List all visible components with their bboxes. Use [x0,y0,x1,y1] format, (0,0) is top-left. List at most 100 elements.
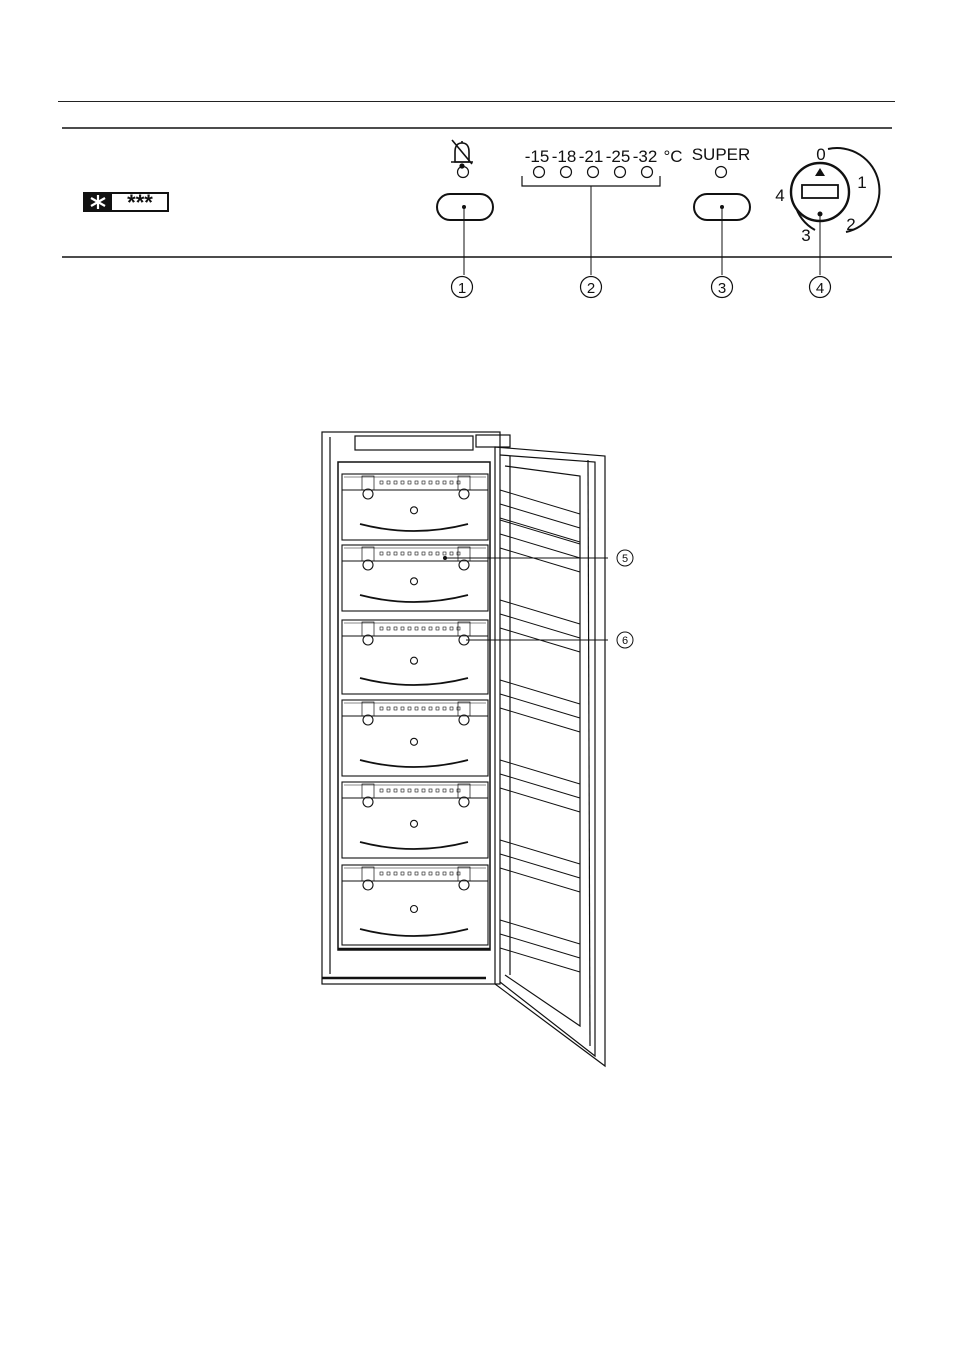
door-shelf-line [500,774,580,798]
temp-indicator-light [615,167,626,178]
temp-unit: °C [663,147,682,166]
drawer-label-icon [380,707,383,710]
drawer-label-icon [387,627,390,630]
freezer-rating-symbol: *** [84,190,168,215]
drawer-label-icon [443,481,446,484]
drawer-label-icon [415,481,418,484]
freezer-drawer[interactable] [342,782,488,858]
door-shelf-line [500,840,580,864]
drawer-label-icon [457,552,460,555]
drawer-label-icon [443,707,446,710]
freezer-drawer[interactable] [342,700,488,776]
drawer-label-icon [380,481,383,484]
drawer-grip-knob[interactable] [459,560,469,570]
drawer-label-icon [429,552,432,555]
drawer-label-icon [450,481,453,484]
drawer-label-icon [401,627,404,630]
drawer-handle[interactable] [360,524,468,531]
drawer-label-icon [443,872,446,875]
dial-position-0: 0 [816,145,825,164]
door-shelf-line [500,548,580,572]
freezer-drawer[interactable] [342,620,488,694]
drawer-label-icon [394,707,397,710]
drawer-label-icon [408,789,411,792]
temp-label: -32 [633,147,658,166]
drawer-label-icon [401,789,404,792]
star-rating-text: *** [127,190,153,215]
drawer-label-icon [408,552,411,555]
drawer-label-icon [443,552,446,555]
temp-label: -25 [606,147,631,166]
drawer-grip-knob[interactable] [459,880,469,890]
dial-position-2: 2 [846,215,855,234]
door-shelf-line [500,934,580,958]
door-shelf-line [500,518,580,542]
drawer-label-icon [394,872,397,875]
door-shelf-line [500,520,580,544]
drawer-label-icon [401,872,404,875]
door-shelf-line [500,948,580,972]
drawer-label-icon [380,789,383,792]
temp-indicator-light [642,167,653,178]
drawer-center-knob [411,578,418,585]
temp-indicator-light [561,167,572,178]
dial-position-1: 1 [857,173,866,192]
drawer-label-icon [436,872,439,875]
drawer-label-icon [422,552,425,555]
freezer-drawer[interactable] [342,545,488,611]
door-shelf-line [500,504,580,528]
drawer-grip-knob[interactable] [459,797,469,807]
drawer-center-knob [411,507,418,514]
drawer-center-knob [411,906,418,913]
door-shelf-line [500,614,580,638]
drawer-grip-knob[interactable] [363,797,373,807]
callout-number: 1 [458,280,466,297]
drawer-grip-knob[interactable] [363,635,373,645]
drawer-label-icon [450,789,453,792]
drawer-label-icon [422,789,425,792]
callout-marker [617,550,633,566]
drawer-label-icon [394,789,397,792]
door-shelf-line [500,868,580,892]
drawer-grip-knob[interactable] [459,635,469,645]
drawer-center-knob [411,738,418,745]
temp-label: -15 [525,147,550,166]
drawer-grip-knob[interactable] [363,880,373,890]
door-shelf-line [500,788,580,812]
dial-position-4: 4 [775,186,784,205]
drawer-label-icon [415,707,418,710]
freezer-drawer[interactable] [342,865,488,945]
temp-label: -18 [552,147,577,166]
drawer-label-icon [429,707,432,710]
drawer-label-icon [436,552,439,555]
drawer-label-icon [429,481,432,484]
drawer-grip-knob[interactable] [459,489,469,499]
drawer-grip-knob[interactable] [363,560,373,570]
drawer-grip-knob[interactable] [363,715,373,725]
temp-indicator-light [534,167,545,178]
drawer-label-icon [457,707,460,710]
drawer-label-icon [443,627,446,630]
drawer-label-icon [387,789,390,792]
drawer-handle[interactable] [360,678,468,685]
drawer-grip-knob[interactable] [363,489,373,499]
drawer-label-icon [387,552,390,555]
drawer-handle[interactable] [360,842,468,849]
drawer-handle[interactable] [360,760,468,767]
door-shelf-line [500,600,580,624]
drawer-handle[interactable] [360,929,468,936]
drawer-label-icon [380,552,383,555]
drawer-label-icon [457,627,460,630]
drawer-label-icon [422,872,425,875]
drawer-handle[interactable] [360,595,468,602]
super-indicator-light [716,167,727,178]
callout-number: 3 [718,280,726,297]
drawer-label-icon [450,707,453,710]
drawer-center-knob [411,820,418,827]
drawer-center-knob [411,657,418,664]
drawer-label-icon [401,481,404,484]
freezer-drawer[interactable] [342,474,488,540]
drawer-grip-knob[interactable] [459,715,469,725]
callout-number: 4 [816,280,824,297]
drawer-label-icon [436,481,439,484]
